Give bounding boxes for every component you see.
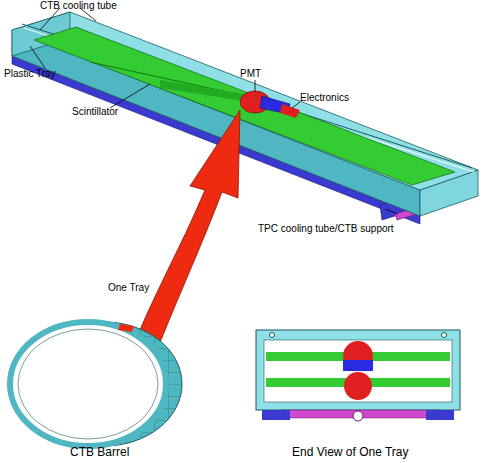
ctb-barrel: [10, 322, 182, 446]
part-label: Plastic Tray: [4, 68, 56, 80]
end-view: [256, 330, 460, 421]
pointer-arrow: [128, 110, 240, 368]
part-label: One Tray: [108, 282, 149, 294]
figure-caption: End View of One Tray: [292, 446, 409, 460]
figure-caption: CTB Barrel: [70, 446, 129, 460]
part-label: PMT: [240, 68, 261, 80]
part-label: Electronics: [300, 92, 349, 104]
part-label: Scintillator: [72, 106, 118, 118]
part-label: CTB cooling tube: [40, 0, 117, 12]
part-label: TPC cooling tube/CTB support: [258, 223, 394, 235]
tray-3d: [12, 12, 478, 224]
